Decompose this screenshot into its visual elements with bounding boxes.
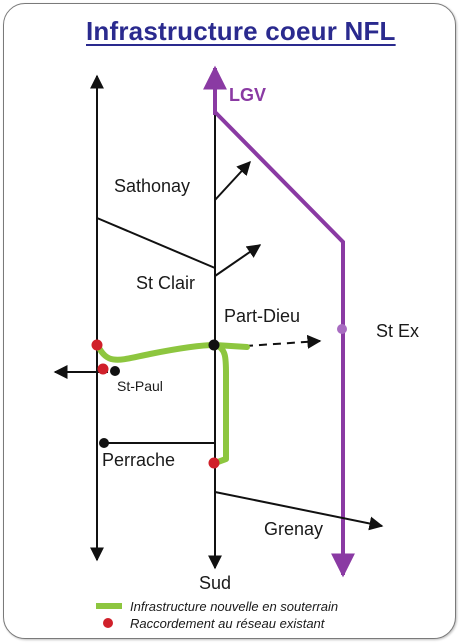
new-infrastructure-spur <box>212 342 230 466</box>
label-sathonay: Sathonay <box>114 176 190 196</box>
st-clair-branch <box>214 244 262 277</box>
grenay-branch <box>214 491 384 531</box>
connection-point-west-north <box>91 339 103 351</box>
label-perrache: Perrache <box>102 450 175 470</box>
st-paul-station-point <box>110 366 120 376</box>
diagram-title: Infrastructure coeur NFL <box>86 16 396 46</box>
st-ex-station-point <box>337 324 347 334</box>
part-dieu-east-extension <box>244 334 322 349</box>
connection-point-west-south <box>97 363 109 375</box>
label-st-ex: St Ex <box>376 321 419 341</box>
lgv-route <box>213 110 355 578</box>
label-lgv: LGV <box>229 85 266 105</box>
st-clair-link <box>96 217 216 269</box>
diagram-frame <box>3 3 456 639</box>
label-part-dieu: Part-Dieu <box>224 306 300 326</box>
label-st-paul: St-Paul <box>117 378 163 394</box>
legend-connection-swatch <box>103 618 113 628</box>
new-infrastructure-path <box>95 341 250 363</box>
label-sud: Sud <box>199 573 231 593</box>
part-dieu-station-point <box>208 339 220 351</box>
sathonay-branch <box>214 160 251 201</box>
label-grenay: Grenay <box>264 519 323 539</box>
perrache-station-point <box>99 438 109 448</box>
label-st-clair: St Clair <box>136 273 195 293</box>
connection-point-south <box>208 457 220 469</box>
legend-connection-label: Raccordement au réseau existant <box>130 616 326 631</box>
legend-new-infra-label: Infrastructure nouvelle en souterrain <box>130 599 338 614</box>
